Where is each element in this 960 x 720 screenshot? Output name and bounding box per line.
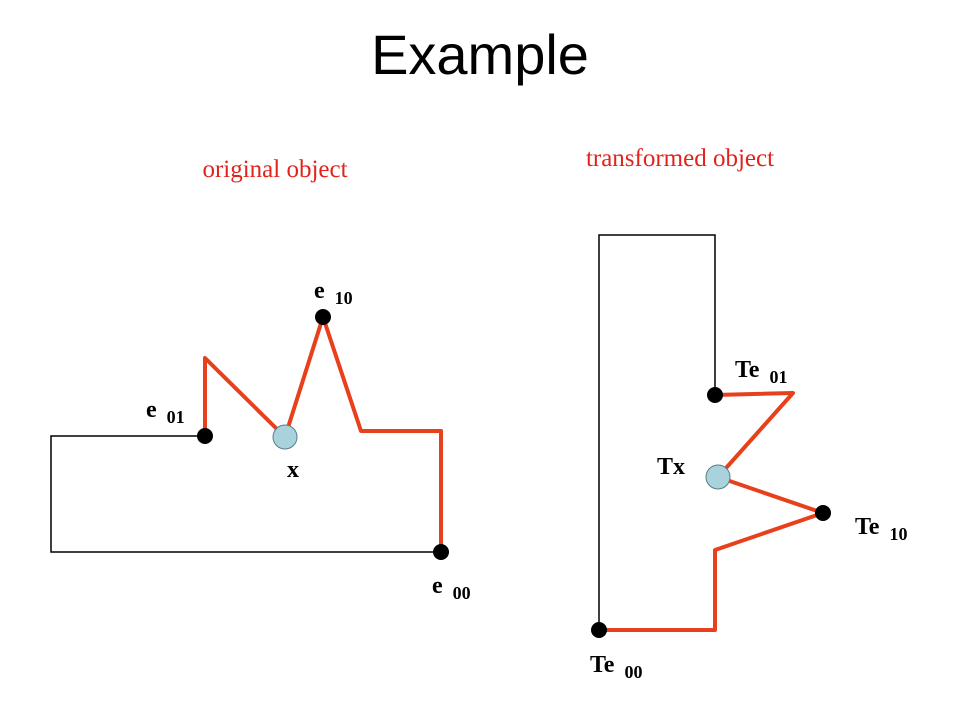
point-te10 — [815, 505, 831, 521]
original-outline — [50, 314, 442, 553]
transformed-object-caption: transformed object — [586, 145, 774, 172]
slide-title: Example — [371, 23, 589, 86]
original-object: e 10 e 01 e 00 x — [50, 278, 471, 603]
point-e01 — [197, 428, 213, 444]
point-tx — [705, 464, 731, 490]
point-te00 — [591, 622, 607, 638]
point-e10 — [315, 309, 331, 325]
transformed-object: Te 01 Te 10 Te 00 Tx — [590, 234, 907, 682]
label-te00: Te 00 — [590, 652, 642, 682]
label-x: x — [287, 457, 299, 483]
transformed-red-path — [599, 391, 825, 632]
point-te01 — [707, 387, 723, 403]
point-e00 — [433, 544, 449, 560]
point-x — [272, 424, 298, 450]
label-tx: Tx — [657, 454, 685, 480]
label-e10: e 10 — [314, 278, 353, 308]
original-object-caption: original object — [202, 156, 347, 183]
label-e00: e 00 — [432, 573, 471, 603]
label-e01: e 01 — [146, 397, 185, 427]
label-te10: Te 10 — [855, 514, 907, 544]
original-red-path — [203, 315, 443, 552]
transformed-outline — [598, 234, 826, 631]
label-te01: Te 01 — [735, 357, 787, 387]
